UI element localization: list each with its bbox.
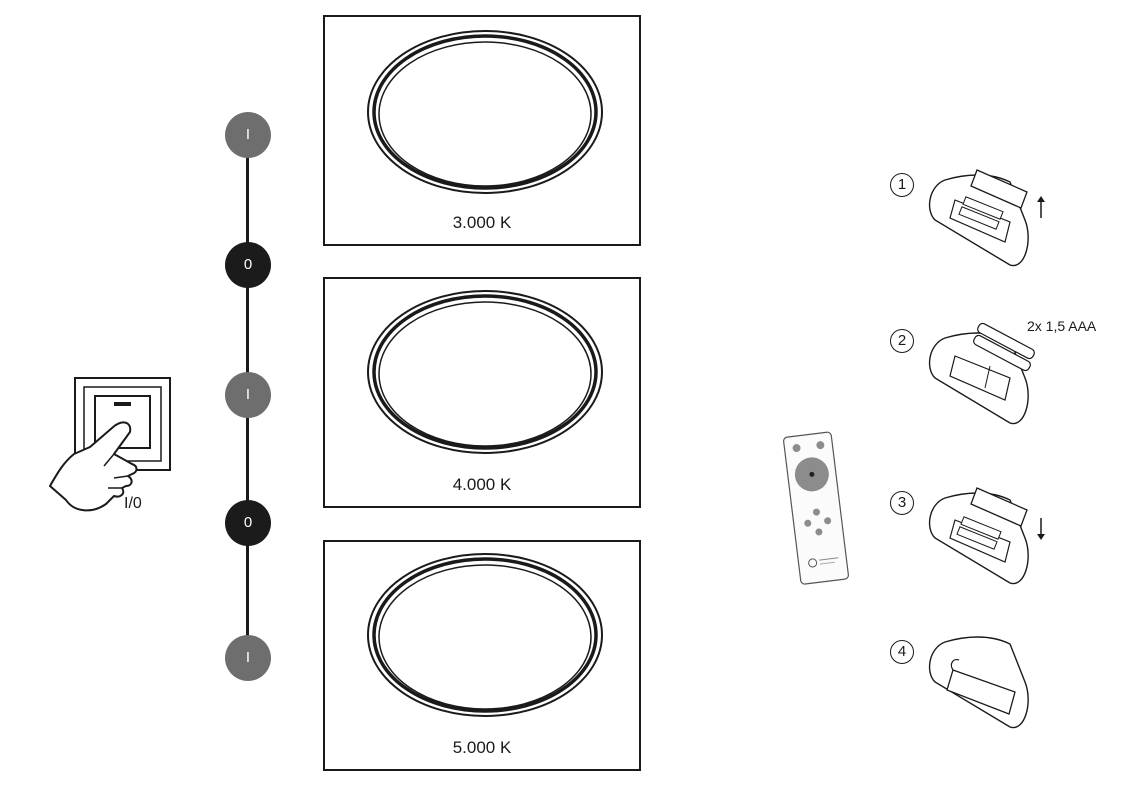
remote-battery-compartment-icon	[928, 169, 1045, 267]
hand-pressing-switch-icon	[49, 377, 171, 512]
battery-step-2	[915, 318, 1055, 433]
ceiling-light-icon	[367, 290, 603, 454]
ceiling-light-icon	[367, 553, 603, 717]
on-state-node: I	[225, 372, 271, 418]
battery-insert-icon	[928, 322, 1035, 425]
remote-control-illustration	[782, 428, 852, 588]
color-temperature-label: 3.000 K	[452, 213, 512, 232]
battery-step-1	[915, 160, 1055, 275]
remote-control-icon	[783, 431, 849, 585]
remote-closed-icon	[928, 636, 1029, 729]
off-state-node: 0	[225, 500, 271, 546]
color-temperature-label: 4.000 K	[452, 475, 512, 494]
ceiling-light-icon	[367, 30, 603, 194]
off-state-node: 0	[225, 242, 271, 288]
on-state-node: I	[225, 635, 271, 681]
on-state-node: I	[225, 112, 271, 158]
light-panel: 5.000 K	[323, 540, 641, 771]
battery-step-4	[915, 630, 1055, 745]
step-number: 1	[890, 173, 914, 197]
step-number: 3	[890, 491, 914, 515]
light-panel: 4.000 K	[323, 277, 641, 508]
switch-label: I/0	[124, 495, 142, 512]
wall-switch-illustration	[44, 374, 174, 514]
step-number: 4	[890, 640, 914, 664]
step-number: 2	[890, 329, 914, 353]
battery-step-3	[915, 478, 1055, 593]
battery-spec-label: 2x 1,5 AAA	[1027, 318, 1097, 334]
color-temperature-label: 5.000 K	[452, 738, 512, 757]
battery-cover-close-icon	[928, 487, 1045, 585]
light-panel: 3.000 K	[323, 15, 641, 246]
